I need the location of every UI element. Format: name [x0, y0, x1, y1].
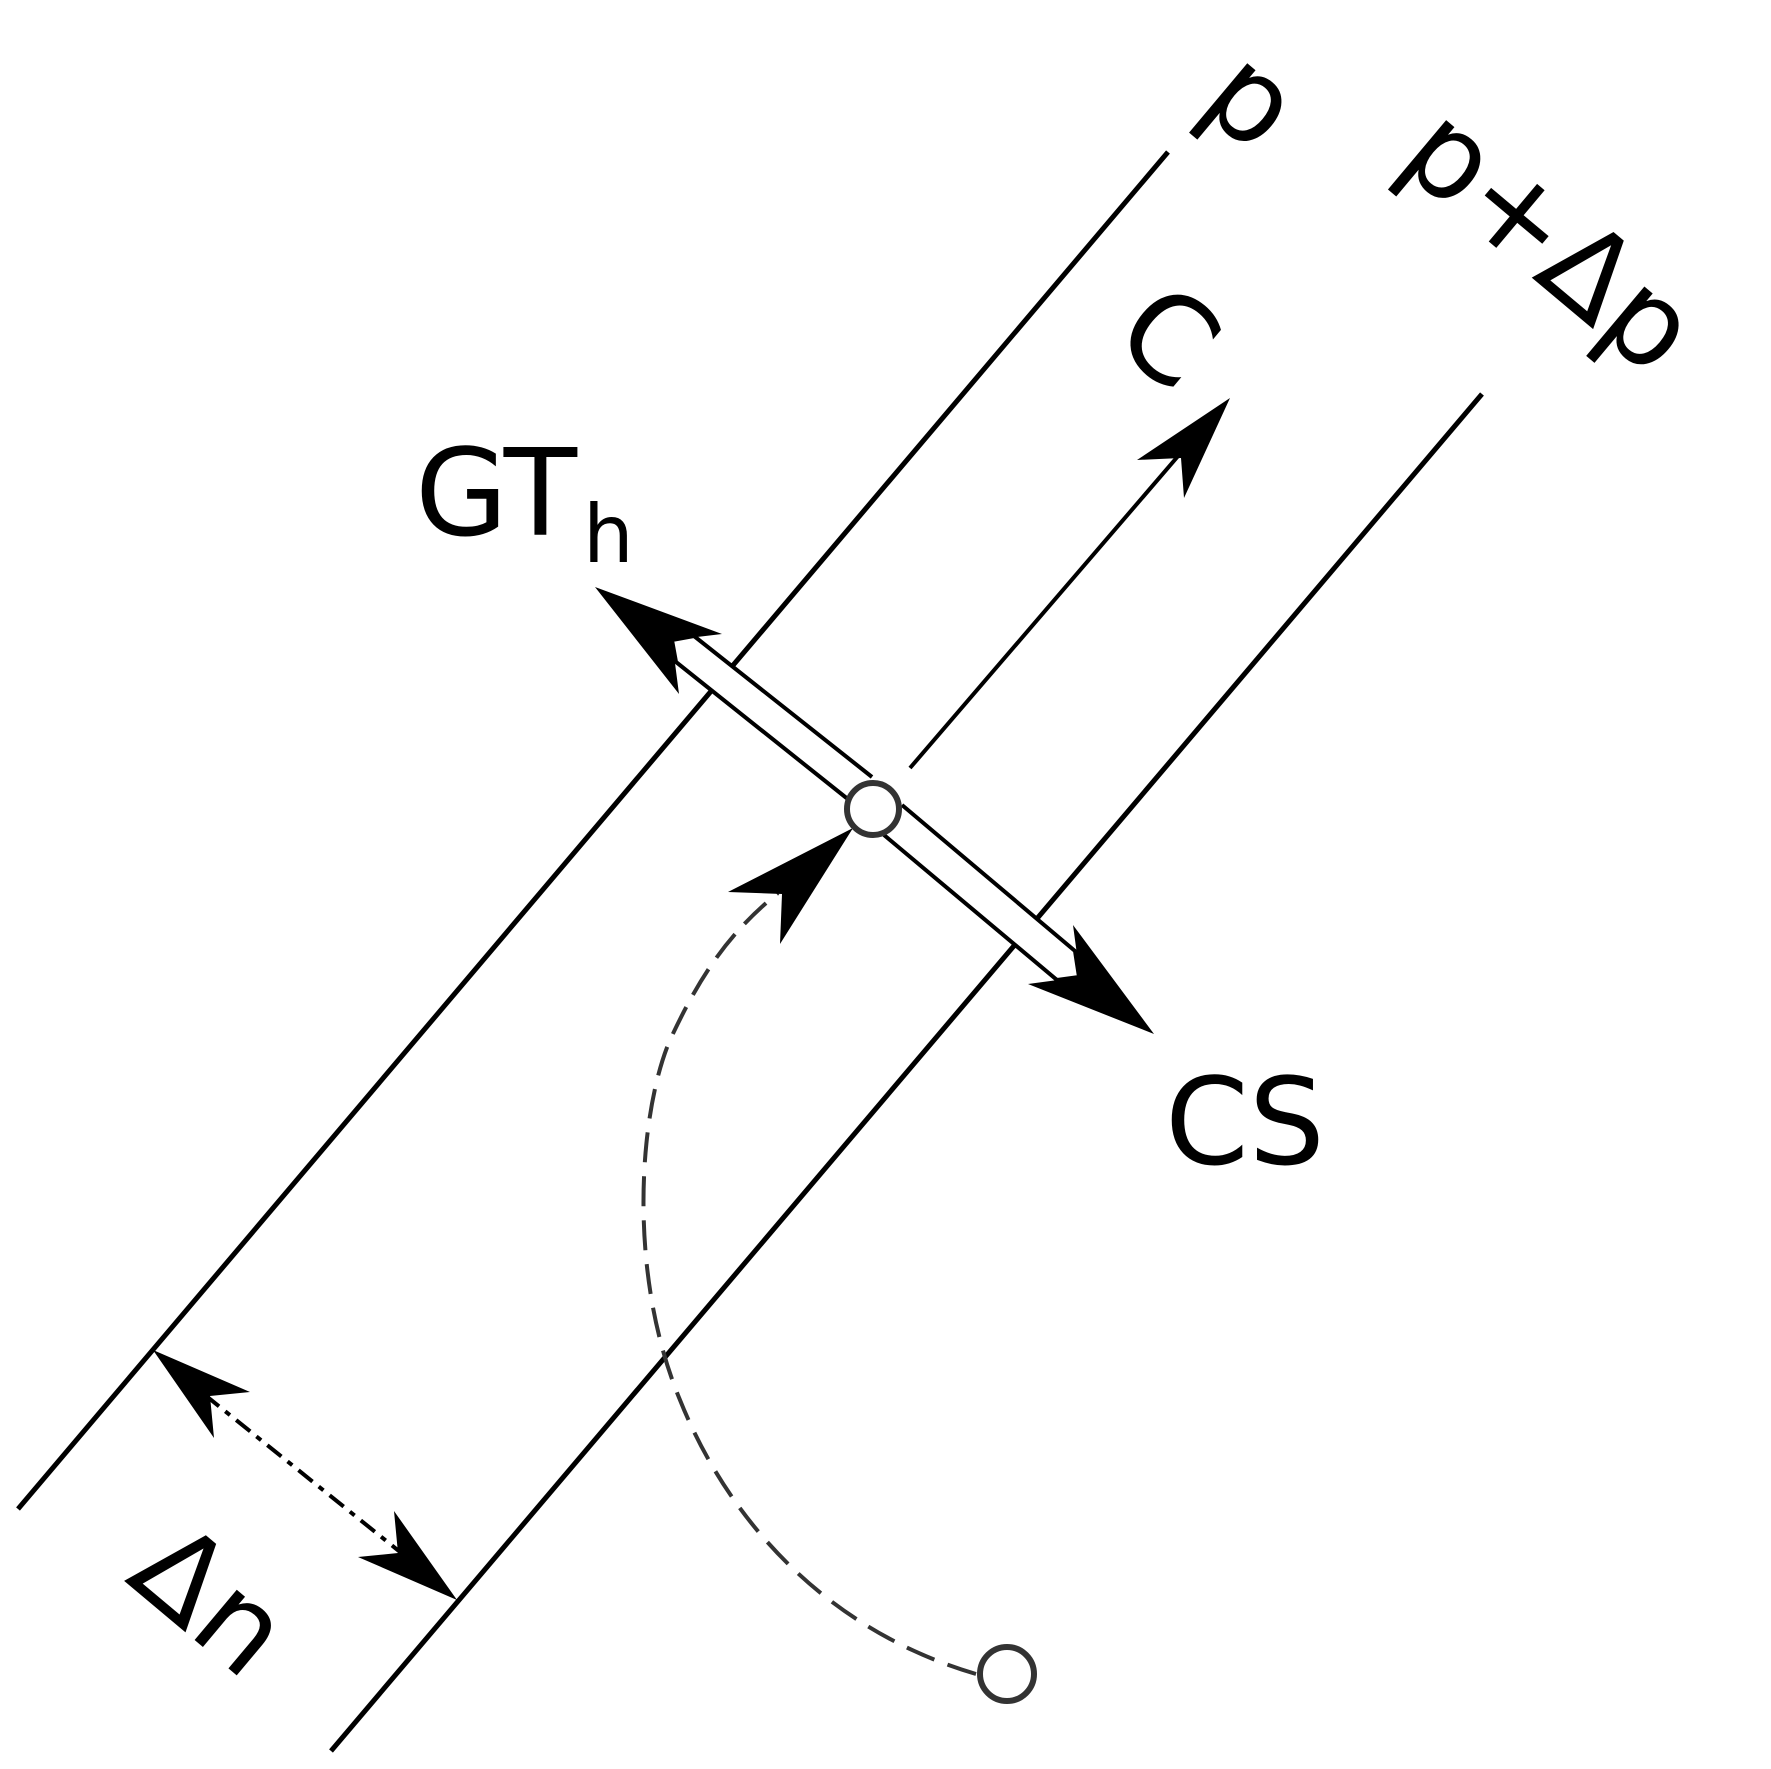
distance-arrowhead-lower: [358, 1511, 457, 1600]
gradient-force-label: GTh: [415, 425, 634, 581]
distance-dashed-line: [203, 1393, 412, 1562]
velocity-label: C: [1091, 258, 1245, 418]
isobar-p-plus-dp-label: p+Δp: [1377, 79, 1723, 401]
trajectory-dashed-path: [641, 891, 977, 1676]
centrifugal-force-arrowhead: [1028, 925, 1154, 1034]
centrifugal-force-arrow-shaft: [882, 803, 1082, 983]
gradient-force-arrowhead: [595, 587, 722, 694]
distance-label: Δn: [105, 1496, 316, 1704]
gradient-force-label-main: GT: [415, 425, 578, 564]
centrifugal-force-label: CS: [1165, 1054, 1325, 1193]
gradient-force-label-subscript: h: [583, 488, 634, 581]
current-parcel-circle: [844, 780, 902, 838]
isobar-p-plus-dp-line: [329, 392, 1484, 1753]
velocity-arrowhead: [1137, 398, 1230, 498]
isobar-p-label: p: [1178, 22, 1326, 177]
initial-parcel-circle: [977, 1644, 1037, 1704]
trajectory-arrowhead: [728, 828, 853, 944]
isobar-p-line: [16, 150, 1170, 1511]
gradient-force-arrow-shaft: [669, 633, 874, 802]
velocity-arrow-line: [908, 446, 1187, 770]
distance-arrowhead-upper: [153, 1350, 250, 1438]
